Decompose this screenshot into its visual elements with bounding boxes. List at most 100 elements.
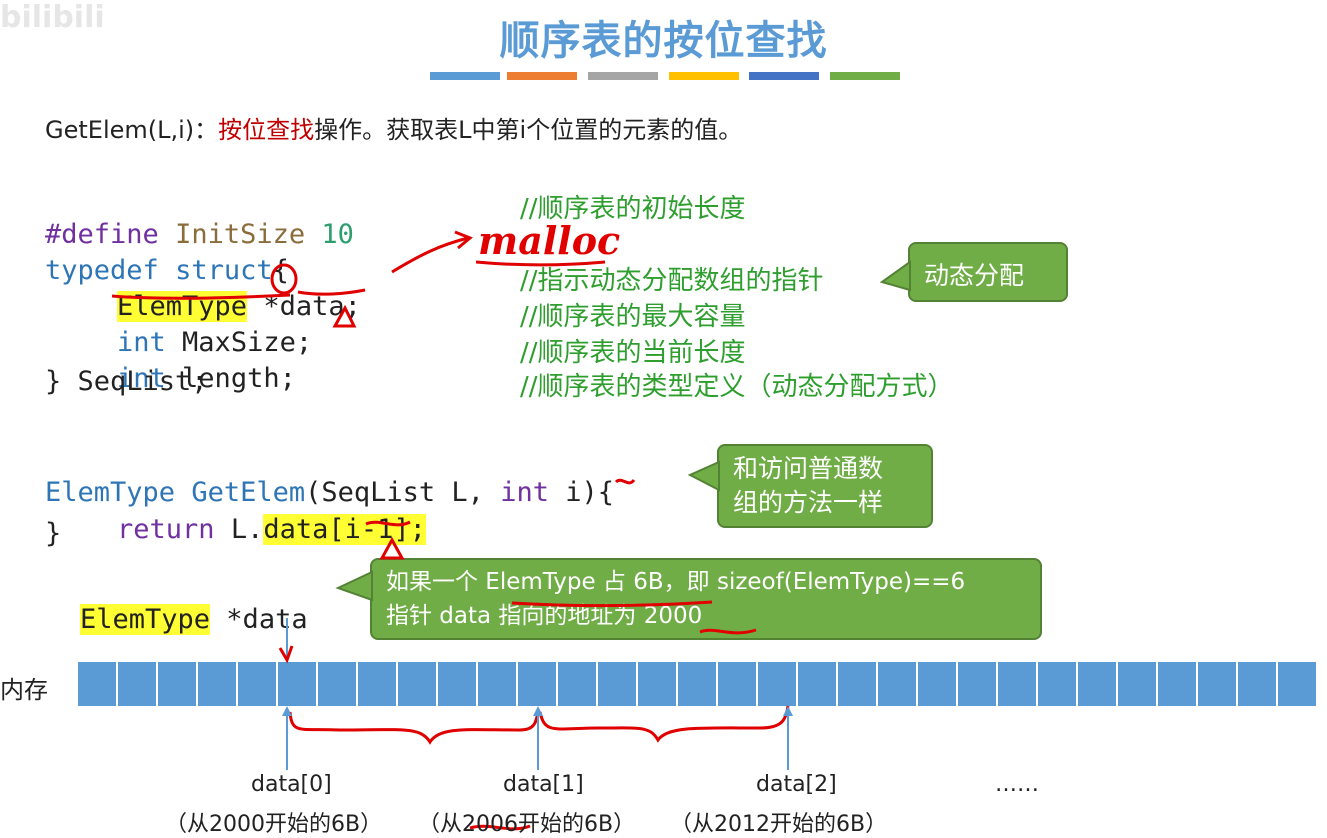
- define-keyword: #define: [45, 219, 159, 250]
- data-field: data: [279, 291, 345, 322]
- memory-cell: [318, 662, 358, 706]
- memory-cell: [478, 662, 518, 706]
- length-field: length;: [182, 363, 296, 394]
- int-keyword: int: [500, 477, 549, 508]
- callout-sizeof-line-1: 如果一个 ElemType 占 6B，即 sizeof(ElemType)==6: [386, 569, 966, 595]
- param-i: i: [565, 477, 582, 508]
- memory-label: 内存: [0, 676, 48, 704]
- memory-cell: [238, 662, 278, 706]
- memory-cell: [438, 662, 478, 706]
- underline-elemtype: [111, 293, 291, 300]
- memory-cell: [1158, 662, 1198, 706]
- maxsize-field: MaxSize;: [182, 327, 313, 358]
- squiggle-2000: [699, 628, 757, 635]
- comment-seqlist: //顺序表的类型定义（动态分配方式）: [520, 372, 954, 402]
- squiggle-index: [365, 520, 411, 527]
- comment-length: //顺序表的当前长度: [520, 338, 746, 368]
- memory-marker-lines: [282, 706, 793, 770]
- memory-cell: [598, 662, 638, 706]
- function-name: GetElem: [191, 477, 306, 508]
- squiggle-2006: [469, 824, 531, 831]
- operation-description: GetElem(L,i)：按位查找操作。获取表L中第i个位置的元素的值。: [45, 110, 742, 145]
- pointer-decl-rest: *data: [210, 604, 308, 635]
- marker-arrow-0: [282, 706, 292, 716]
- memory-cell: [1198, 662, 1238, 706]
- brace-data0: [288, 711, 540, 745]
- params: (SeqList L,: [305, 477, 501, 508]
- memory-cell: [198, 662, 238, 706]
- comment-maxsize: //顺序表的最大容量: [520, 302, 746, 332]
- memory-cell: [638, 662, 678, 706]
- marker-label-data2: data[2]: [756, 772, 837, 797]
- func-code-line-1: ElemType GetElem(SeqList L, int i){: [45, 446, 614, 508]
- pointer-star: *: [263, 291, 280, 322]
- object-l: L.: [230, 514, 264, 545]
- memory-cell: [918, 662, 958, 706]
- memory-cell: [558, 662, 598, 706]
- underline-data: [297, 288, 366, 296]
- memory-ellipsis: ……: [995, 772, 1039, 797]
- memory-cell: [998, 662, 1038, 706]
- title-bar-3: [588, 72, 658, 80]
- index-expression: data[i-1];: [263, 514, 426, 545]
- title-bar-5: [749, 72, 819, 80]
- callout-sizeof-note: 如果一个 ElemType 占 6B，即 sizeof(ElemType)==6…: [370, 558, 1042, 640]
- memory-cell: [678, 662, 718, 706]
- define-name: InitSize: [175, 219, 306, 250]
- memory-cell: [1238, 662, 1278, 706]
- struct-keyword: struct: [175, 255, 273, 286]
- params-tail: ){: [581, 477, 615, 508]
- memory-cell: [1118, 662, 1158, 706]
- memory-cell: [358, 662, 398, 706]
- data-pointer-check: [278, 645, 294, 664]
- memory-cell: [798, 662, 838, 706]
- pointer-decl-type: ElemType: [80, 604, 211, 635]
- marker-label-data1: data[1]: [503, 772, 584, 797]
- arrow-to-malloc: [391, 236, 469, 274]
- callout-dynamic-allocation: 动态分配: [908, 242, 1068, 302]
- memory-cell: [518, 662, 558, 706]
- callout-same-access-line-2: 组的方法一样: [733, 488, 884, 517]
- struct-code-line-4: int MaxSize;: [117, 296, 312, 358]
- struct-code-line-2: typedef struct{: [45, 224, 289, 286]
- memory-cell: [1278, 662, 1318, 706]
- memory-cell: [398, 662, 438, 706]
- callout-same-access-line-1: 和访问普通数: [733, 454, 884, 483]
- struct-code-line-6: } SeqList;: [45, 366, 208, 397]
- watermark: bilibili: [0, 0, 105, 35]
- callout-sizeof-pointer: [335, 570, 373, 602]
- memory-cell: [838, 662, 878, 706]
- open-brace: {: [272, 255, 289, 286]
- triangle-index: [379, 536, 405, 560]
- return-keyword: return: [117, 514, 215, 545]
- struct-code-line-5: int length;: [117, 332, 296, 394]
- memory-cell: [118, 662, 158, 706]
- func-code-line-2: return L.data[i-1];: [117, 483, 426, 545]
- func-code-line-3: }: [45, 518, 62, 549]
- memory-cell: [278, 662, 318, 706]
- circle-star: [270, 263, 298, 295]
- brace-data1: [538, 705, 790, 743]
- marker-sub-data2: （从2012开始的6B）: [670, 812, 888, 837]
- marker-arrow-1: [533, 706, 543, 716]
- comment-data-pointer: //指示动态分配数组的指针: [520, 266, 824, 296]
- marker-label-data0: data[0]: [251, 772, 332, 797]
- callout-same-access: 和访问普通数 组的方法一样: [717, 444, 933, 528]
- memory-cell: [958, 662, 998, 706]
- memory-cell: [758, 662, 798, 706]
- description-suffix: 操作。获取表L中第i个位置的元素的值。: [314, 116, 743, 144]
- memory-cell: [1038, 662, 1078, 706]
- page-title: 顺序表的按位查找: [499, 18, 828, 64]
- title-bar-4: [669, 72, 739, 80]
- underline-6b: [511, 600, 713, 608]
- memory-cell: [718, 662, 758, 706]
- callout-dynamic-pointer: [879, 260, 911, 292]
- title-bar-2: [507, 72, 577, 80]
- arrowhead-malloc: [454, 230, 473, 250]
- underline-malloc: [475, 260, 606, 267]
- int-keyword: int: [117, 363, 166, 394]
- memory-cell: [878, 662, 918, 706]
- define-value: 10: [321, 219, 354, 250]
- triangle-maxsize: [332, 304, 357, 328]
